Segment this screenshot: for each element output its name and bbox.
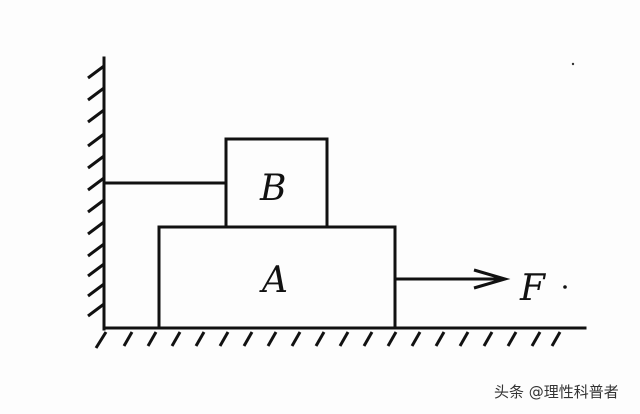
- watermark: 头条 @理性科普者: [494, 383, 619, 401]
- block-b-label: B: [259, 168, 286, 209]
- arrow-head-icon: [473, 268, 511, 290]
- floor-hatching: [94, 331, 562, 349]
- wall-hatching: [87, 64, 105, 318]
- speck-mark: [571, 62, 575, 66]
- force-label: F: [519, 268, 547, 309]
- block-a-label: A: [259, 260, 288, 301]
- dot-mark: [563, 285, 567, 289]
